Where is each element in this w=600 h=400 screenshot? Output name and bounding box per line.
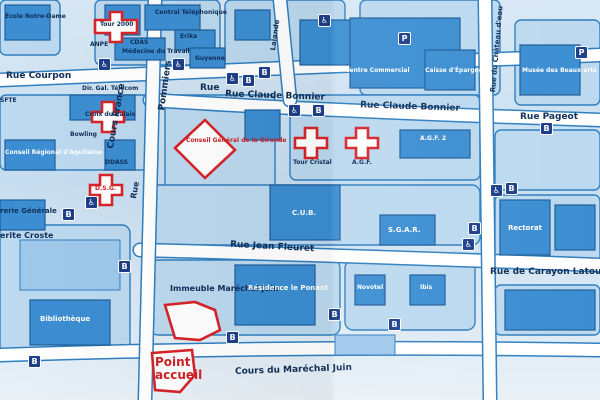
label-croix-du-palais: Croix du Palais [85, 111, 136, 118]
label-medecine-travail: Médecine du Travail [122, 48, 190, 55]
label-cub: C.U.B. [292, 209, 317, 217]
label-tour-2000: Tour 2000 [100, 21, 134, 28]
label-centre-commercial: Centre Commercial [345, 67, 410, 74]
parking-icon: P [575, 46, 588, 59]
bus-stop-icon: B [388, 318, 401, 331]
bus-icon: B [468, 222, 481, 235]
disabled-icon: ♿ [98, 58, 111, 71]
disabled-icon: ♿ [172, 58, 185, 71]
label-novotel: Novotel [357, 284, 384, 291]
disabled-icon: ♿ [226, 72, 239, 85]
bus-icon: B [226, 331, 239, 344]
label-agf: A.G.F. [352, 159, 372, 166]
label-erika: Erika [180, 33, 198, 40]
buildings [0, 4, 596, 356]
label-rectorat: Rectorat [508, 224, 542, 232]
label-bowling: Bowling [70, 131, 97, 138]
label-dir-gal-telecom: Dir. Gal. Télécom [82, 85, 139, 92]
label-sfte: SFTE [0, 97, 17, 104]
bus-stop-icon: B [28, 355, 41, 368]
label-cdas: CDAS [130, 39, 149, 46]
label-immeuble-marechal-juin: Immeuble Maréchal Juin [170, 284, 279, 293]
label-conseil-regional: Conseil Régional d'Aquitaine [5, 149, 102, 156]
label-point-accueil: Point accueil [155, 355, 203, 382]
bus-icon: B [62, 208, 75, 221]
parking-icon: P [398, 32, 411, 45]
bus-icon: B [312, 104, 325, 117]
label-musee-beaux-arts: Musée des Beaux-arts [522, 67, 597, 74]
label-trerie-generale: rerie Générale [0, 207, 57, 215]
label-bibliotheque: Bibliothèque [40, 315, 91, 323]
label-caisse-epargne: Caisse d'Épargne [425, 67, 483, 74]
disabled-icon: ♿ [462, 238, 475, 251]
bus-icon: B [505, 182, 518, 195]
label-residence-le-ponant: Résidence le Ponant [248, 284, 329, 292]
label-sgar: S.G.A.R. [388, 226, 421, 234]
label-central-telephonique: Central Téléphonique [155, 9, 227, 16]
label-ddass: DDASS [105, 159, 128, 166]
disabled-icon: ♿ [318, 14, 331, 27]
label-anpe: ANPE [90, 41, 109, 48]
label-erite-croste: erite Croste [0, 231, 54, 240]
street-rue: Rue [200, 83, 220, 93]
bus-icon: B [328, 308, 341, 321]
label-tour-cristal: Tour Cristal [293, 159, 332, 166]
street-rue-courpon: Rue Courpon [6, 71, 72, 81]
label-ibis: Ibis [420, 284, 433, 291]
street-rue-de-carayon-latour: Rue de Carayon Latour [490, 267, 600, 277]
label-conseil-general: Conseil Général de la Gironde [186, 137, 287, 144]
bus-icon: B [258, 66, 271, 79]
label-agf2: A.G.F. 2 [420, 135, 446, 142]
bus-icon: B [540, 122, 553, 135]
label-dsg: D.S.G. [95, 185, 117, 192]
disabled-icon: ♿ [490, 184, 503, 197]
label-guyenne: Guyenne [195, 55, 225, 62]
street-rue-pageot: Rue Pageot [520, 112, 579, 122]
label-ecole-notre-dame: École Notre-Dame [5, 13, 66, 20]
disabled-icon: ♿ [85, 196, 98, 209]
bus-icon: B [118, 260, 131, 273]
bus-icon: B [242, 74, 255, 87]
landmarks [88, 10, 380, 394]
disabled-icon: ♿ [288, 104, 301, 117]
